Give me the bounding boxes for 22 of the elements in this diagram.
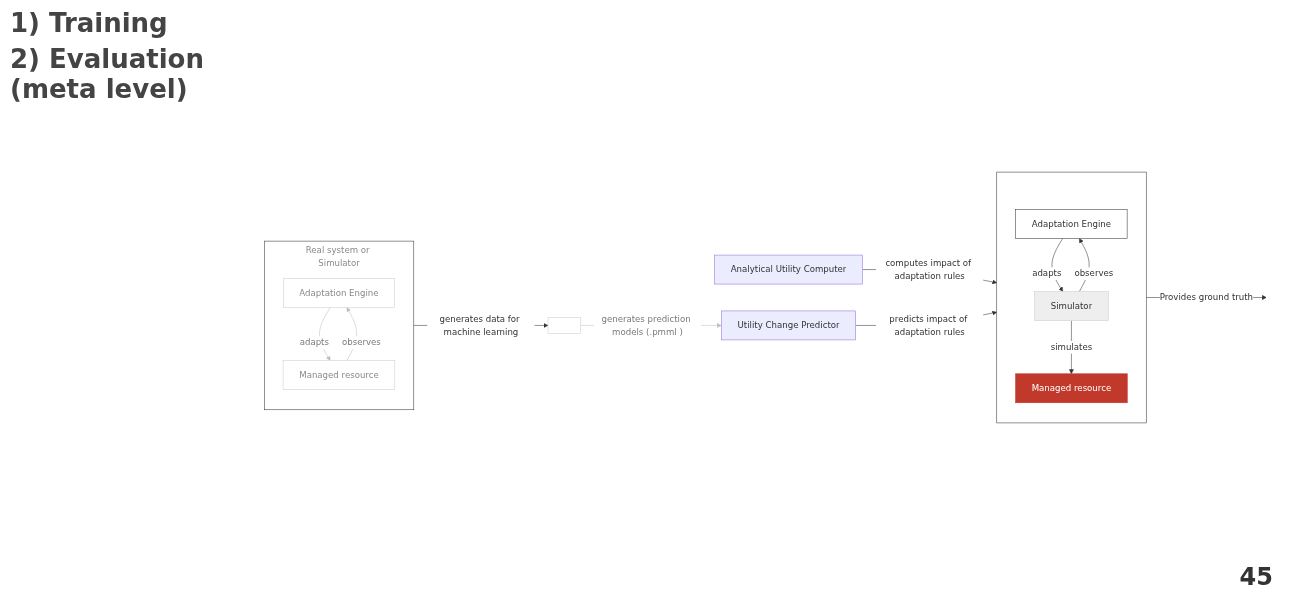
cluster	[996, 171, 1147, 424]
edge-label: computes impact of adaptation rules	[885, 257, 972, 281]
node-box: Utility Change Predictor	[721, 310, 856, 341]
node-box: Analytical Utility Computer	[714, 254, 863, 285]
edge-label: generates prediction models (.pmml )	[601, 313, 691, 337]
edge-label: Provides ground truth	[1159, 292, 1254, 303]
edge-label: adapts	[299, 337, 329, 348]
page-number: 45	[1239, 563, 1273, 591]
edge-label: observes	[341, 337, 381, 348]
edge-label: observes	[1074, 268, 1114, 279]
node-box: Managed resource	[1015, 373, 1128, 404]
node-box: Adaptation Engine	[1015, 209, 1128, 239]
heading-label: 2) Evaluation (meta level)	[10, 44, 205, 104]
node-box: Adaptation Engine	[283, 278, 395, 308]
edge-label: adapts	[1032, 268, 1062, 279]
edge-label: predicts impact of adaptation rules	[889, 313, 968, 337]
node-box: Simulator	[1034, 291, 1109, 321]
edge-label: simulates	[1050, 341, 1093, 353]
heading-label: 1) Training	[10, 8, 169, 38]
node-box: Managed resource	[282, 360, 396, 390]
node-box	[547, 317, 581, 334]
edge-label: generates data for machine learning	[439, 313, 520, 337]
